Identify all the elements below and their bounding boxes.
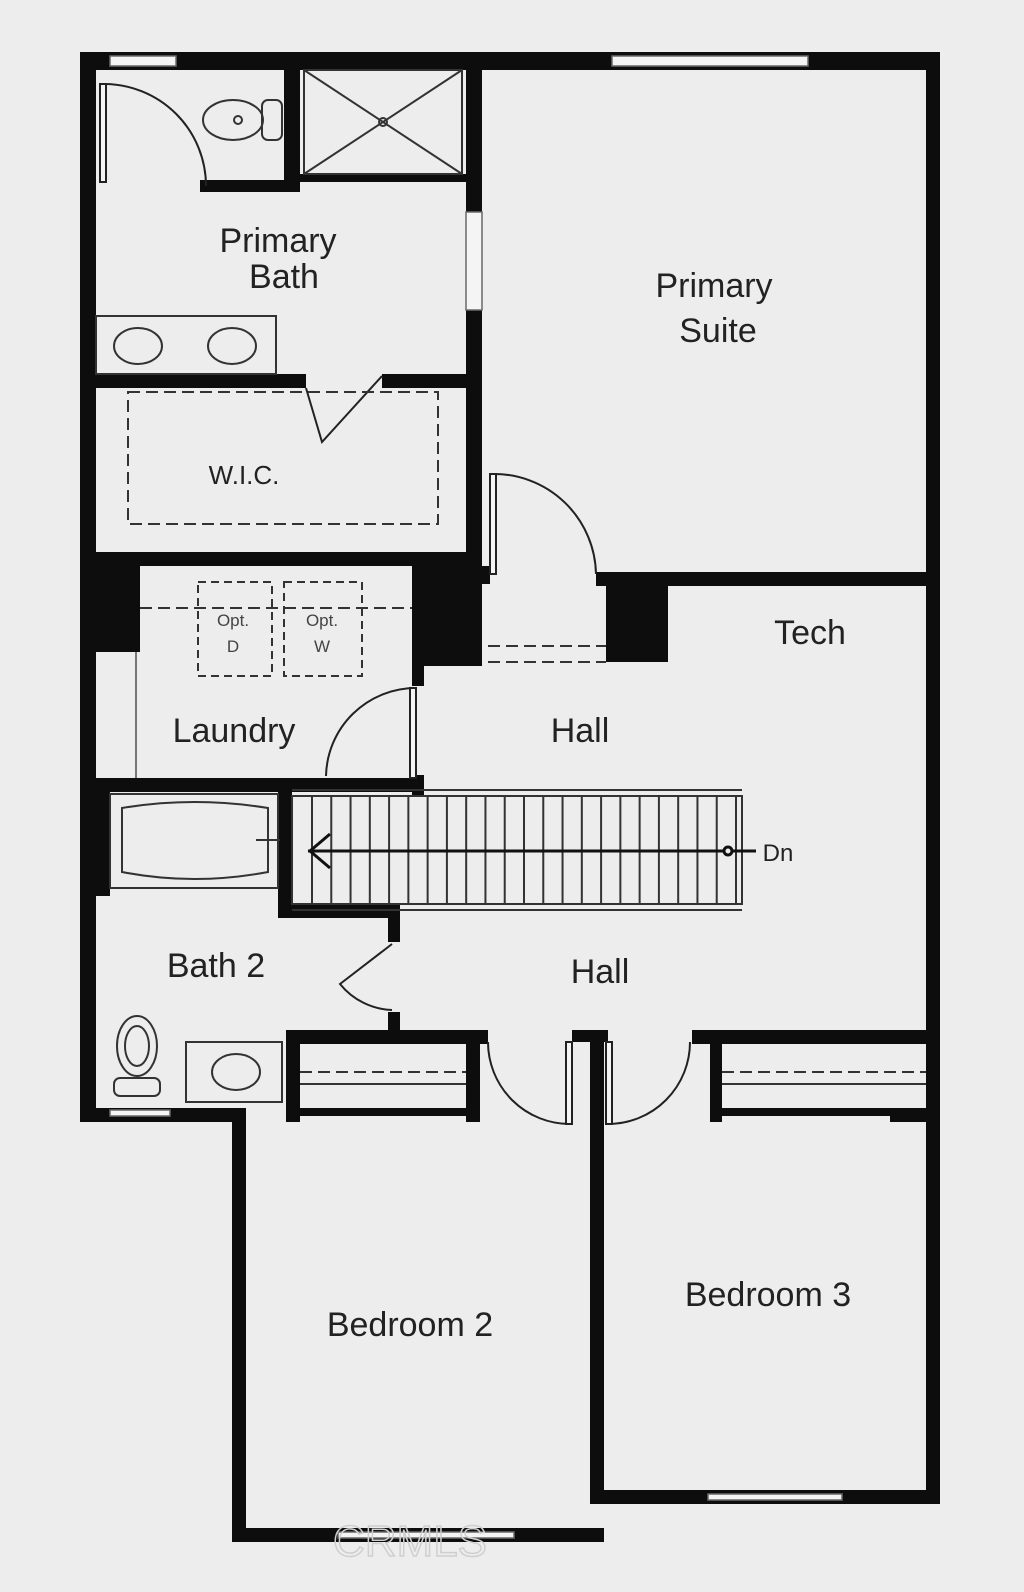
opt-washer-label-line2: W — [314, 637, 330, 656]
primary-suite-label-line1: Primary — [655, 267, 772, 305]
wic-label: W.I.C. — [209, 460, 280, 490]
opt-dryer-label-line1: Opt. — [217, 611, 249, 630]
primary-suite-label-line2: Suite — [679, 312, 757, 350]
stairs-down-label: Dn — [763, 840, 794, 867]
bedroom-2-label: Bedroom 2 — [327, 1306, 493, 1344]
watermark: CRMLS — [333, 1517, 487, 1566]
opt-washer-label-line1: Opt. — [306, 611, 338, 630]
tech-label: Tech — [774, 614, 846, 652]
bedroom-3-label: Bedroom 3 — [685, 1276, 851, 1314]
fixtures — [95, 69, 926, 1103]
windows — [109, 55, 843, 1539]
opt-dryer-label-line2: D — [227, 637, 239, 656]
hall-lower-label: Hall — [571, 953, 630, 991]
primary-bath-label-line1: Primary — [219, 222, 336, 260]
hall-upper-label: Hall — [551, 712, 610, 750]
primary-bath-label-line2: Bath — [249, 258, 319, 296]
room-labels: Primary Bath Primary Suite W.I.C. Tech L… — [167, 222, 851, 1567]
doors — [99, 83, 691, 1125]
bath-2-label: Bath 2 — [167, 947, 265, 985]
laundry-label: Laundry — [173, 712, 296, 750]
stair-arrow — [307, 832, 756, 870]
